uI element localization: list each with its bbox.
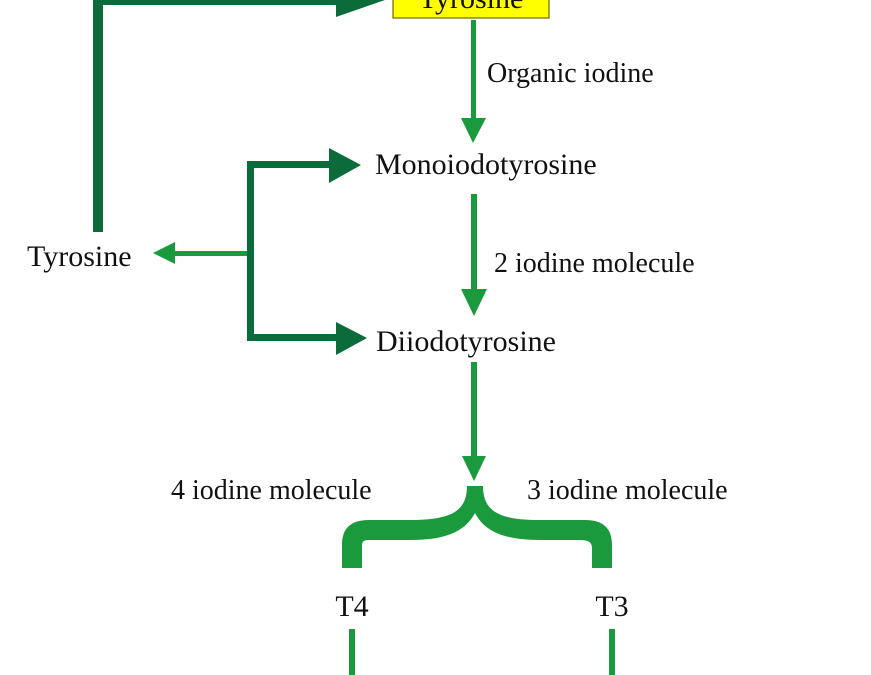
- bracket-vertical: [247, 161, 254, 341]
- edge-label-three-iodine: 3 iodine molecule: [527, 475, 728, 506]
- node-diiodotyrosine: Diiodotyrosine: [376, 325, 556, 358]
- node-t4: T4: [335, 590, 368, 623]
- t4-downward-line: [349, 629, 355, 675]
- recycle-horizontal-line: [93, 0, 343, 5]
- node-monoiodotyrosine: Monoiodotyrosine: [375, 148, 597, 181]
- arrowhead-left: [153, 242, 175, 264]
- arrowhead-to-tyrosine-top: [336, 0, 385, 17]
- bracket-to-mono-di: [247, 148, 367, 355]
- arrow-two-iodine: [461, 194, 487, 316]
- edge-label-organic-iodine: Organic iodine: [487, 58, 654, 89]
- arrow-shaft: [471, 20, 476, 120]
- arrowhead-to-diiodotyrosine: [336, 322, 367, 355]
- highlight-box: [392, 0, 550, 19]
- t3-downward-line: [609, 629, 615, 675]
- arrowhead-down: [461, 118, 486, 143]
- bracket-bottom-arm: [247, 334, 337, 341]
- node-label-tyrosine-top: Tyrosine: [419, 0, 524, 15]
- arrow-organic-iodine: [461, 20, 486, 143]
- arrowhead-down: [462, 456, 486, 481]
- recycle-path-top: [93, 0, 385, 232]
- arrow-to-brace: [462, 362, 486, 481]
- arrow-shaft: [172, 251, 247, 256]
- node-tyrosine-left: Tyrosine: [27, 240, 132, 273]
- node-tyrosine-top: Tyrosine: [392, 0, 550, 19]
- edge-label-four-iodine: 4 iodine molecule: [171, 475, 372, 506]
- edge-label-two-iodine: 2 iodine molecule: [494, 248, 695, 279]
- arrowhead-down: [461, 289, 487, 316]
- arrow-shaft: [471, 194, 477, 290]
- arrow-to-tyrosine-left: [153, 242, 247, 264]
- arrow-shaft: [471, 362, 477, 458]
- arrowhead-to-monoiodotyrosine: [329, 148, 361, 183]
- node-t3: T3: [595, 590, 628, 623]
- bracket-top-arm: [247, 161, 333, 168]
- split-brace: [342, 486, 612, 568]
- recycle-vertical-line: [93, 0, 103, 232]
